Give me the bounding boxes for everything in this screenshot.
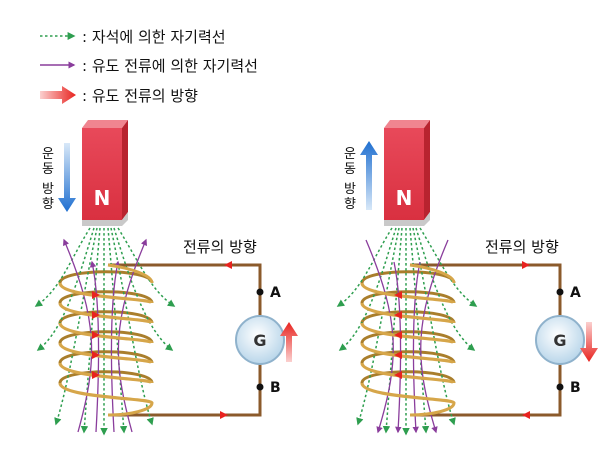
current-direction-label: 전류의 방향: [485, 238, 559, 256]
terminal-b-label: B: [270, 380, 281, 396]
coil-front: [58, 282, 154, 405]
legend-magnet-field-label: : 자석에 의한 자기력선: [82, 28, 226, 46]
magnet-field-lines: [336, 227, 478, 436]
coil-front: [360, 282, 456, 405]
motion-label-char-1: 운: [42, 147, 54, 162]
coil-lead-bottom: [409, 402, 456, 417]
magnet-pole-label: N: [396, 186, 413, 210]
motion-down-arrow-icon: [58, 143, 76, 212]
magnet: N: [82, 120, 128, 226]
galvanometer-down-arrow-icon: [580, 322, 598, 362]
motion-label-char-1: 운: [344, 147, 356, 162]
galvanometer-label: G: [253, 331, 266, 350]
coil-lead-top: [107, 263, 154, 284]
motion-label-char-2: 동: [42, 162, 54, 177]
coil-lead-top: [409, 263, 456, 284]
terminal-b-dot: [256, 383, 264, 391]
motion-label: 운 동 방 향: [42, 147, 54, 212]
galvanometer-up-arrow-icon: [280, 322, 298, 362]
motion-label-char-3: 방: [42, 182, 54, 197]
coil-current-arrows: [394, 291, 402, 379]
terminal-a-label: A: [570, 285, 581, 301]
magnet: N: [384, 120, 430, 226]
motion-up-arrow-icon: [360, 141, 378, 210]
panel-left: 운 동 방 향 N A B G 전류의 방향: [34, 120, 298, 436]
galvanometer: G: [535, 315, 585, 365]
terminal-a-dot: [256, 288, 264, 296]
coil-back: [360, 270, 456, 384]
legend-induced-field-label: : 유도 전류에 의한 자기력선: [82, 57, 258, 75]
coil-current-arrows: [92, 291, 100, 379]
legend-current-direction-label: : 유도 전류의 방향: [82, 87, 198, 105]
motion-label: 운 동 방 향: [344, 147, 356, 212]
terminal-a-dot: [556, 288, 564, 296]
legend-induced-field: : 유도 전류에 의한 자기력선: [40, 57, 258, 75]
motion-label-char-4: 향: [42, 197, 54, 212]
motion-label-char-2: 동: [344, 162, 356, 177]
current-arrowhead: [522, 261, 530, 269]
magnet-pole-label: N: [94, 186, 111, 210]
legend-current-direction: : 유도 전류의 방향: [40, 86, 198, 105]
terminal-a-label: A: [270, 285, 281, 301]
panel-right: 운 동 방 향 N A B G 전류의 방향: [336, 120, 598, 436]
galvanometer-label: G: [553, 331, 566, 350]
legend: : 자석에 의한 자기력선 : 유도 전류에 의한 자기력선 : 유도 전류의 …: [40, 28, 258, 105]
red-arrow-icon: [40, 86, 76, 104]
current-arrowhead: [220, 411, 228, 419]
current-direction-label: 전류의 방향: [183, 238, 257, 256]
induced-field-lines: [365, 239, 449, 434]
motion-label-char-4: 향: [344, 197, 356, 212]
coil-lead-bottom: [107, 402, 154, 417]
current-arrowhead: [224, 261, 232, 269]
current-arrowhead: [522, 411, 530, 419]
motion-label-char-3: 방: [344, 182, 356, 197]
galvanometer: G: [235, 315, 285, 365]
legend-magnet-field: : 자석에 의한 자기력선: [40, 28, 226, 46]
terminal-b-label: B: [570, 380, 581, 396]
terminal-b-dot: [556, 383, 564, 391]
